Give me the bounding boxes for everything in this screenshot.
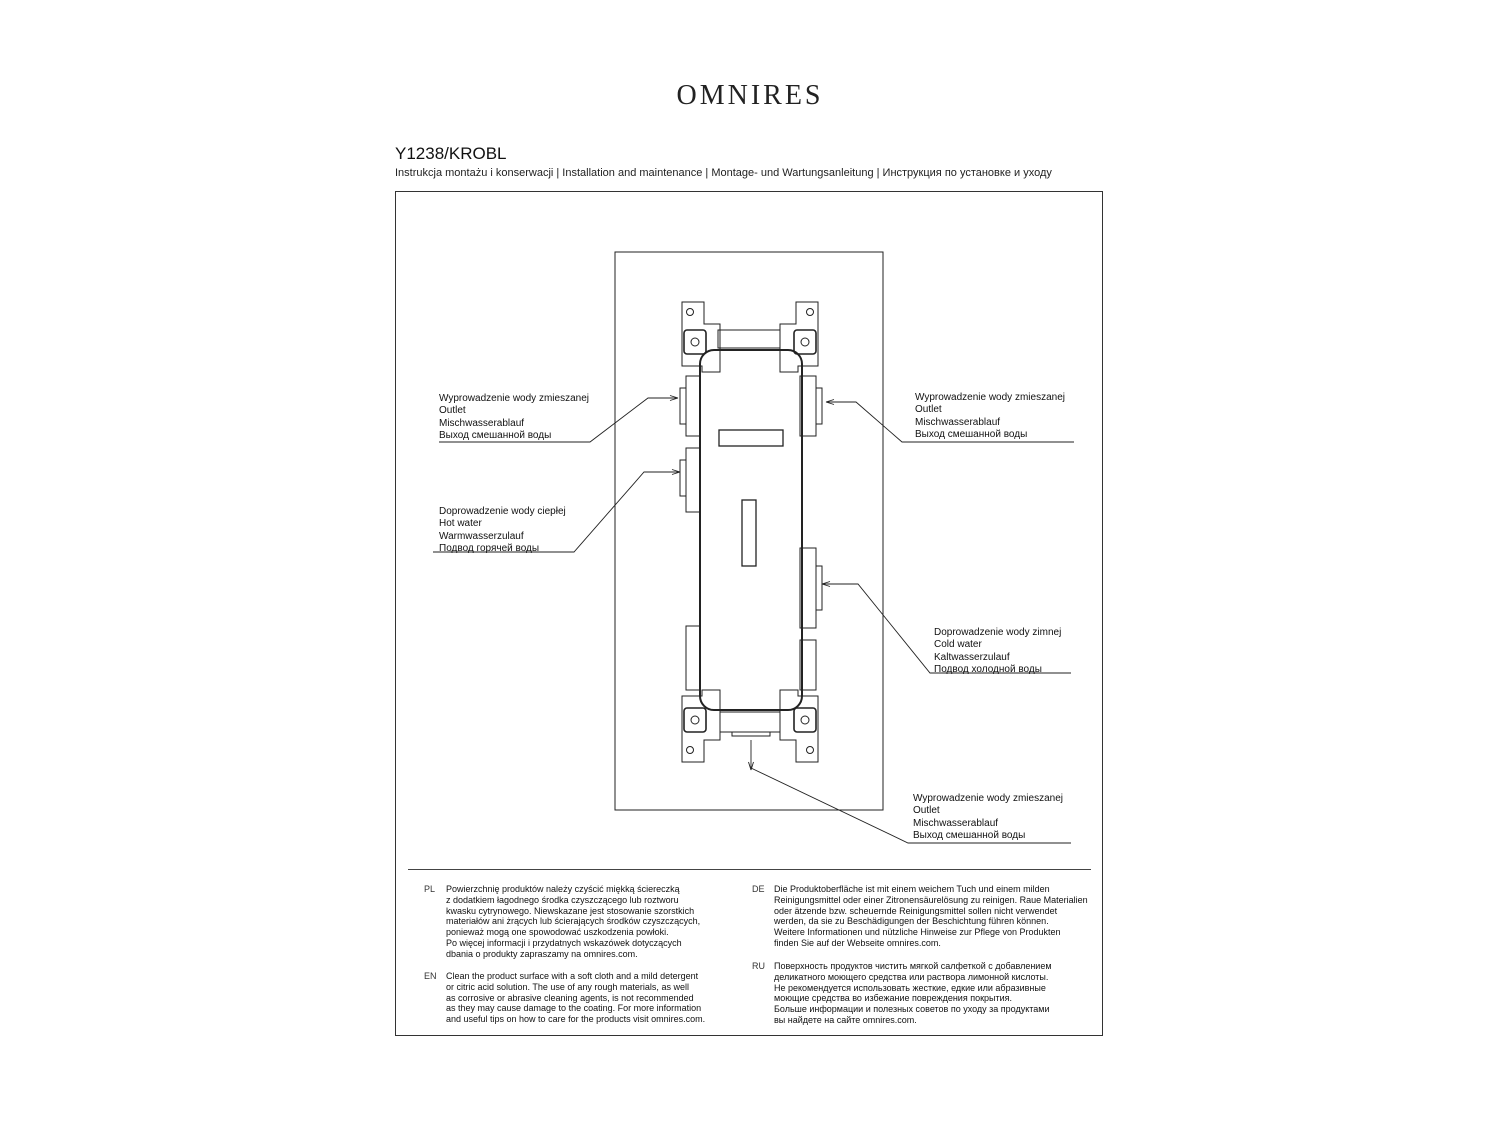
care-text-en: Clean the product surface with a soft cl…	[446, 971, 706, 1025]
port-outlet-left	[685, 375, 701, 437]
model-number: Y1238/KROBL	[395, 144, 507, 163]
bracket-top-right	[779, 301, 819, 373]
label-outlet-right: Wyprowadzenie wody zmieszanej Outlet Mis…	[915, 392, 1065, 441]
bracket-bottom-left	[681, 689, 721, 763]
care-text-de: Die Produktoberfläche ist mit einem weic…	[774, 884, 1088, 948]
valve-body	[699, 349, 803, 711]
care-separator	[408, 869, 1091, 870]
bracket-top-left	[681, 301, 721, 373]
label-outlet-left: Wyprowadzenie wody zmieszanej Outlet Mis…	[439, 393, 589, 442]
body-window-center	[741, 499, 757, 567]
label-outlet-bottom: Wyprowadzenie wody zmieszanej Outlet Mis…	[913, 793, 1063, 842]
label-hot-water: Doprowadzenie wody ciepłej Hot water War…	[439, 506, 566, 555]
lang-code-ru: RU	[752, 961, 765, 971]
lang-code-pl: PL	[424, 884, 436, 894]
body-window-top	[718, 429, 784, 447]
lang-code-de: DE	[752, 884, 765, 894]
bottom-connector	[719, 711, 781, 733]
port-hot-water	[685, 447, 701, 513]
document-subtitle: Instrukcja montażu i konserwacji | Insta…	[395, 167, 1052, 179]
care-text-pl: Powierzchnię produktów należy czyścić mi…	[446, 884, 701, 959]
bracket-bottom-right	[779, 689, 819, 763]
mounting-plate	[614, 251, 884, 811]
top-connector	[717, 329, 781, 349]
label-cold-water: Doprowadzenie wody zimnej Cold water Kal…	[934, 627, 1062, 676]
leader-lines	[433, 395, 1074, 844]
lang-code-en: EN	[424, 971, 437, 981]
document-frame	[395, 191, 1103, 1036]
care-text-ru: Поверхность продуктов чистить мягкой сал…	[774, 961, 1052, 1025]
brand-logo: OMNIRES	[676, 80, 824, 111]
